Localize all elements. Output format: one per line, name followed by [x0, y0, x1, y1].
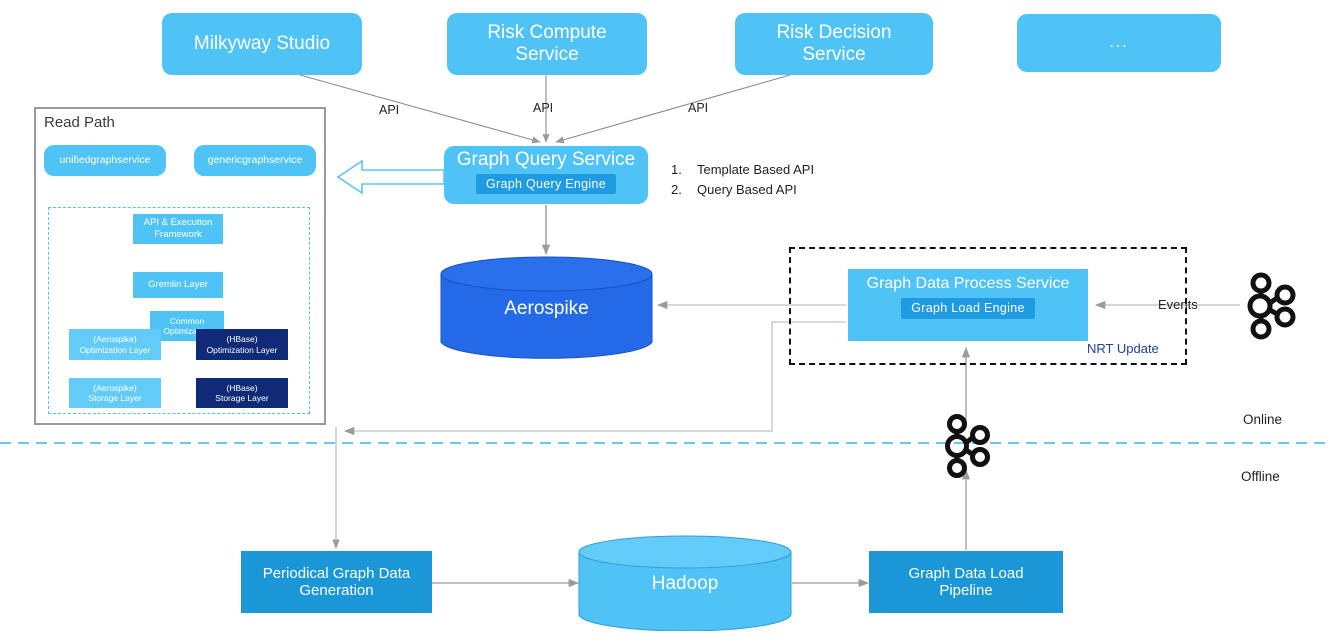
kafka-icon-offline: [945, 414, 990, 478]
service-box-milkyway-studio[interactable]: Milkyway Studio: [162, 13, 362, 75]
read-path-hbase-optimization-layer[interactable]: (HBase) Optimization Layer: [196, 329, 288, 360]
cylinder-shape: [440, 256, 653, 359]
nrt-update-boundary: [789, 247, 1187, 365]
node-label-line2: Optimization Layer: [206, 344, 278, 355]
service-box-risk-decision-service[interactable]: Risk Decision Service: [735, 13, 933, 75]
api-legend-text: Template Based API: [697, 162, 815, 177]
node-label-line2: Generation: [299, 582, 374, 599]
node-label-line1: (HBase): [226, 334, 258, 345]
read-path-aerospike-storage-layer[interactable]: (Aerospike) Storage Layer: [69, 378, 161, 408]
read-path-aerospike-optimization-layer[interactable]: (Aerospike) Optimization Layer: [69, 329, 161, 360]
read-path-common-optimization[interactable]: Common Optimization: [150, 311, 224, 341]
graph-data-process-service-box[interactable]: Graph Data Process Service Graph Load En…: [848, 269, 1088, 341]
node-label-line2: Pipeline: [939, 582, 993, 599]
node-label-line2: Optimization Layer: [79, 344, 151, 355]
node-label-line2: Storage Layer: [88, 393, 142, 403]
node-label-line1: Periodical Graph Data: [262, 564, 411, 582]
zone-label-offline: Offline: [1241, 469, 1280, 484]
cylinder-shape: [578, 535, 792, 632]
read-path-unifiedgraphservice[interactable]: unifiedgraphservice: [44, 145, 166, 176]
node-label-line2: Optimization: [163, 326, 211, 336]
read-path-hbase-storage-layer[interactable]: (HBase) Storage Layer: [196, 378, 288, 408]
service-box-more[interactable]: ...: [1017, 14, 1221, 72]
graph-data-process-service-title: Graph Data Process Service: [866, 275, 1070, 292]
api-label-risk-compute: API: [533, 101, 554, 115]
node-label-line2: Storage Layer: [215, 393, 269, 403]
periodical-graph-data-generation-box[interactable]: Periodical Graph Data Generation: [241, 551, 432, 613]
graph-query-engine-box[interactable]: Graph Query Engine: [475, 173, 617, 195]
api-legend-number: 2.: [671, 182, 682, 198]
service-label: Milkyway Studio: [193, 33, 331, 55]
datastore-hadoop[interactable]: Hadoop: [578, 535, 792, 632]
datastore-label: Hadoop: [651, 573, 719, 594]
read-path-title: Read Path: [44, 114, 115, 131]
node-label-line1: API & Execution: [143, 217, 213, 229]
datastore-label: Aerospike: [504, 298, 589, 319]
graph-load-engine-box[interactable]: Graph Load Engine: [901, 298, 1035, 319]
read-path-genericgraphservice[interactable]: genericgraphservice: [194, 145, 316, 176]
api-label-risk-decision: API: [688, 101, 709, 115]
node-label: Gremlin Layer: [148, 279, 208, 291]
datastore-aerospike[interactable]: Aerospike: [440, 256, 653, 360]
node-label-line1: (Aerospike): [93, 334, 137, 345]
api-legend: 1. Template Based API 2. Query Based API: [671, 160, 814, 200]
node-label: unifiedgraphservice: [59, 154, 151, 167]
read-path-inner-dashed-box: [48, 207, 310, 414]
read-path-api-execution-framework[interactable]: API & Execution Framework: [133, 214, 223, 244]
nrt-update-label: NRT Update: [1087, 341, 1159, 356]
node-label: genericgraphservice: [207, 154, 303, 167]
service-label-line1: Risk Decision: [776, 22, 892, 44]
graph-data-load-pipeline-box[interactable]: Graph Data Load Pipeline: [869, 551, 1063, 613]
api-legend-item: 1. Template Based API: [671, 160, 814, 180]
node-label-line1: Common: [169, 315, 205, 326]
service-label-line1: Risk Compute: [487, 22, 607, 44]
node-label-line1: (Aerospike): [93, 382, 137, 393]
node-label-line1: Graph Data Load: [908, 564, 1024, 582]
api-label-milkyway: API: [379, 103, 400, 117]
left-block-arrow-icon: [336, 159, 445, 195]
service-label-line2: Service: [515, 44, 579, 65]
kafka-icon-events: [1247, 272, 1296, 340]
service-label: ...: [1109, 33, 1129, 51]
service-box-risk-compute-service[interactable]: Risk Compute Service: [447, 13, 647, 75]
api-legend-item: 2. Query Based API: [671, 180, 814, 200]
node-label-line1: (HBase): [226, 382, 258, 393]
read-path-gremlin-layer[interactable]: Gremlin Layer: [133, 272, 223, 298]
api-legend-number: 1.: [671, 162, 682, 177]
api-legend-text: Query Based API: [697, 182, 797, 198]
zone-label-online: Online: [1243, 412, 1283, 427]
service-label-line2: Service: [802, 44, 866, 65]
node-label-line2: Framework: [154, 229, 202, 240]
graph-query-service-box[interactable]: Graph Query Service Graph Query Engine: [444, 146, 648, 204]
events-label: Events: [1158, 297, 1198, 312]
graph-query-service-title: Graph Query Service: [456, 149, 636, 170]
